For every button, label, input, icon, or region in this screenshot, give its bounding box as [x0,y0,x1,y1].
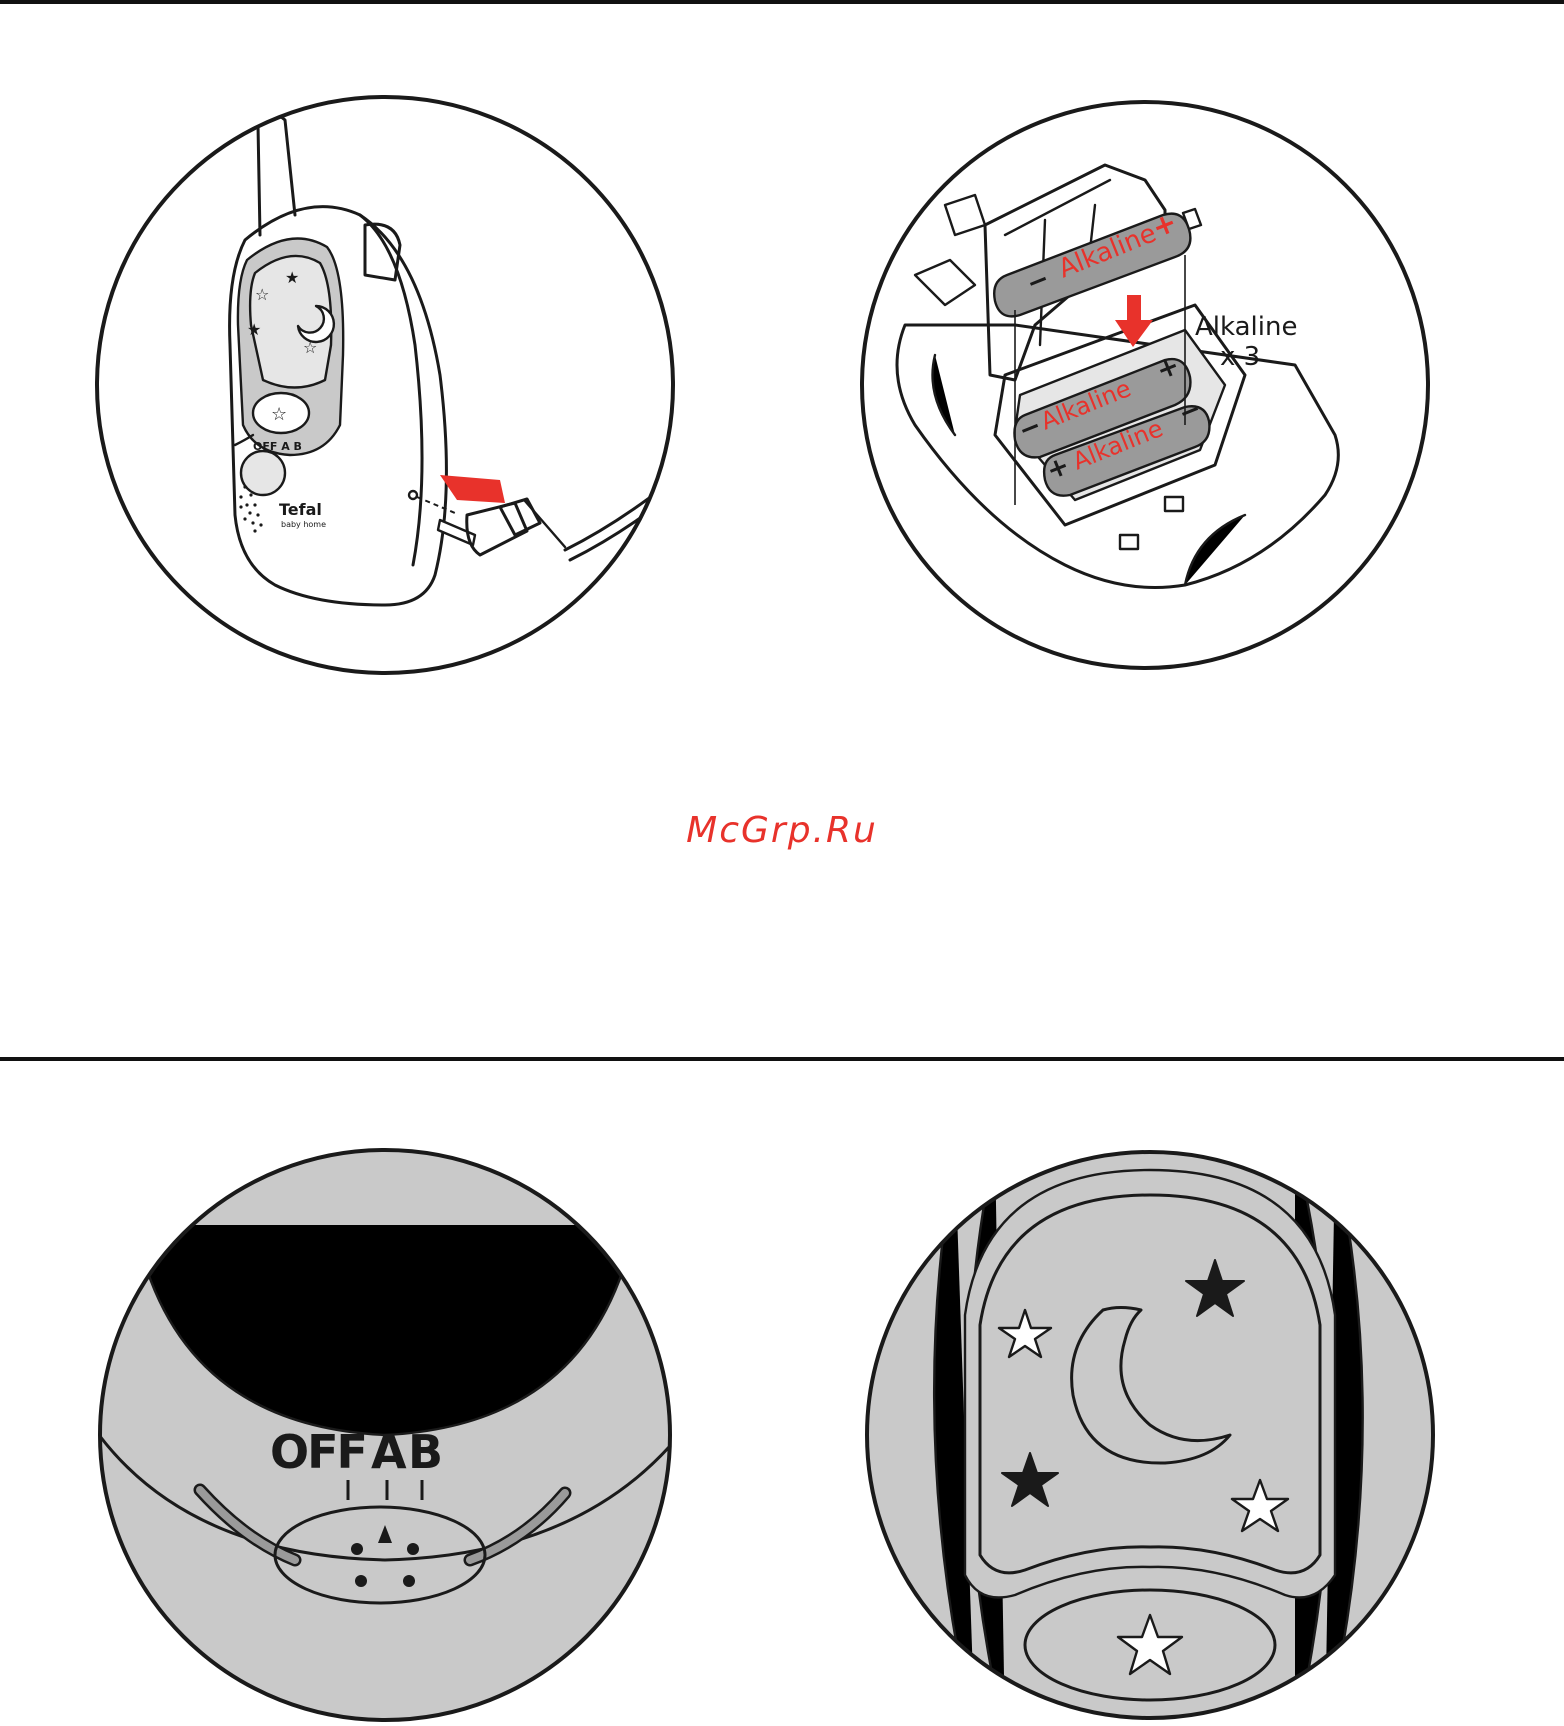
star-icon: ★ [247,320,261,339]
knob-dot [355,1575,367,1587]
star-icon: ☆ [255,285,269,304]
star-icon: ★ [285,268,299,287]
figure-channel-switch: OFF A B [95,1135,675,1725]
top-divider [0,0,1564,4]
power-jack [409,491,417,499]
middle-divider [0,1057,1564,1061]
knob-dot [351,1543,363,1555]
battery-callout-count: x 3 [1220,342,1260,372]
brand-logo: Tefal [279,500,322,519]
label-off: OFF [270,1425,366,1479]
battery-callout-type: Alkaline [1195,312,1297,342]
figure-battery-compartment: Alkaline − + Alkaline + − Alkaline − + A… [865,95,1445,675]
knob-dot [403,1575,415,1587]
watermark: McGrp.Ru [0,810,1564,851]
brand-subtitle: baby home [281,520,326,529]
display-bezel [965,1170,1335,1598]
channel-knob[interactable] [241,451,285,495]
figure-display-closeup [865,1135,1445,1725]
figure1-circle [97,97,673,673]
star-icon: ☆ [271,404,287,425]
label-a: A [371,1425,407,1479]
knob-dot [407,1543,419,1555]
star-icon: ☆ [303,338,317,357]
figure-parent-unit-power: ★ ★ ☆ ☆ ☆ OFF A B Tefal baby home [95,95,675,675]
tab [1165,497,1183,511]
label-b: B [408,1425,443,1479]
tab [1120,535,1138,549]
